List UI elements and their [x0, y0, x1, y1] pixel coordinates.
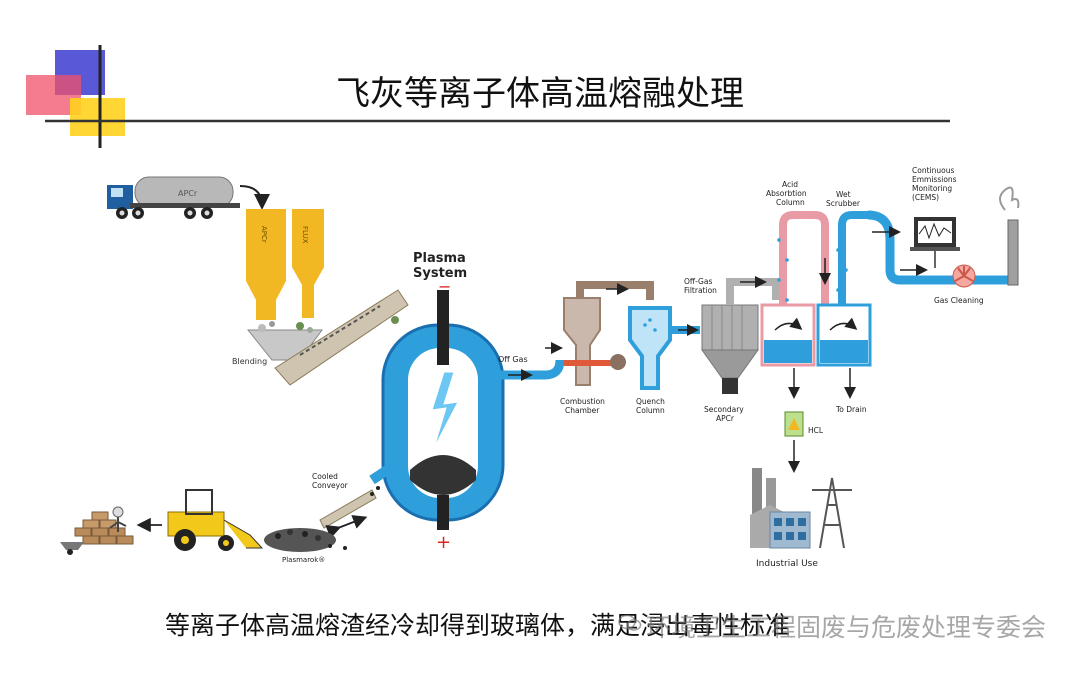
acid-label-2: Absorbtion	[766, 189, 807, 198]
bin-apcr-label: APCr	[260, 226, 268, 243]
off-gas-label: Off Gas	[498, 355, 528, 364]
cems-label-4: (CEMS)	[912, 193, 939, 202]
quench-label-2: Column	[636, 406, 665, 415]
plus-sign: +	[436, 532, 451, 553]
offgas-filt-label-2: Filtration	[684, 286, 717, 295]
cems-label-3: Monitoring	[912, 184, 952, 193]
plasmarok-label: Plasmarok®	[282, 556, 325, 564]
cems-label-1: Continuous	[912, 166, 954, 175]
plasma-vessel: Plasma System − +	[381, 251, 505, 553]
off-gas-pipe	[500, 359, 565, 380]
slag-discharge: Cooled Conveyor Plasmarok®	[264, 463, 393, 564]
watermark-text: 环境卫生工程固废与危废处理专委会	[646, 613, 1047, 642]
combustion-label-2: Chamber	[565, 406, 600, 415]
truck-label: APCr	[178, 189, 198, 198]
offgas-filt-label-1: Off-Gas	[684, 277, 712, 286]
sec-apcr-label-1: Secondary	[704, 405, 744, 414]
acid-label-1: Acid	[782, 180, 798, 189]
combustion-label-1: Combustion	[560, 397, 605, 406]
plasma-label-1: Plasma	[413, 251, 466, 266]
plasma-label-2: System	[413, 266, 467, 281]
to-drain-label: To Drain	[835, 405, 867, 414]
cems-monitor: Continuous Emmissions Monitoring (CEMS)	[910, 166, 960, 268]
cooled-conveyor-label-2: Conveyor	[312, 481, 349, 490]
quench-column: Quench Column	[628, 306, 700, 415]
brick-stack	[60, 506, 134, 555]
sec-apcr-label-2: APCr	[716, 414, 735, 423]
wet-label-1: Wet	[836, 190, 851, 199]
cems-label-2: Emmissions	[912, 175, 957, 184]
wechat-icon	[618, 614, 642, 631]
feed-conveyor	[274, 289, 409, 386]
corner-logo	[26, 45, 950, 148]
cooled-conveyor-label-1: Cooled	[312, 472, 338, 481]
combustion-chamber: Combustion Chamber	[560, 281, 654, 415]
truck-to-bin-arrow	[239, 185, 270, 210]
page-title: 飞灰等离子体高温熔融处理	[336, 74, 744, 114]
offgas-filtration: Off-Gas Filtration Secondary APCr	[684, 276, 780, 423]
industrial-use: Industrial Use	[750, 468, 852, 569]
gas-cleaning: Gas Cleaning	[867, 186, 1020, 305]
quench-label-1: Quench	[636, 397, 665, 406]
industrial-use-label: Industrial Use	[756, 559, 818, 569]
wet-scrubber: Wet Scrubber To Drain	[816, 190, 872, 414]
hcl-label: HCL	[808, 426, 824, 435]
minus-sign: −	[438, 277, 451, 296]
logo-yellow-square	[70, 98, 125, 136]
flux-bin: FLUX	[292, 209, 324, 318]
apcr-bin: APCr	[246, 209, 286, 320]
front-loader	[136, 489, 264, 551]
bin-flux-label: FLUX	[301, 226, 309, 244]
acid-label-3: Column	[776, 198, 805, 207]
truck: APCr	[107, 176, 240, 219]
acid-absorption-column: Acid Absorbtion Column HCL	[760, 180, 829, 473]
gas-cleaning-label: Gas Cleaning	[934, 296, 984, 305]
wet-label-2: Scrubber	[826, 199, 861, 208]
slide-caption: 等离子体高温熔渣经冷却得到玻璃体，满足浸出毒性标准	[165, 611, 791, 640]
blending-label: Blending	[232, 357, 267, 366]
